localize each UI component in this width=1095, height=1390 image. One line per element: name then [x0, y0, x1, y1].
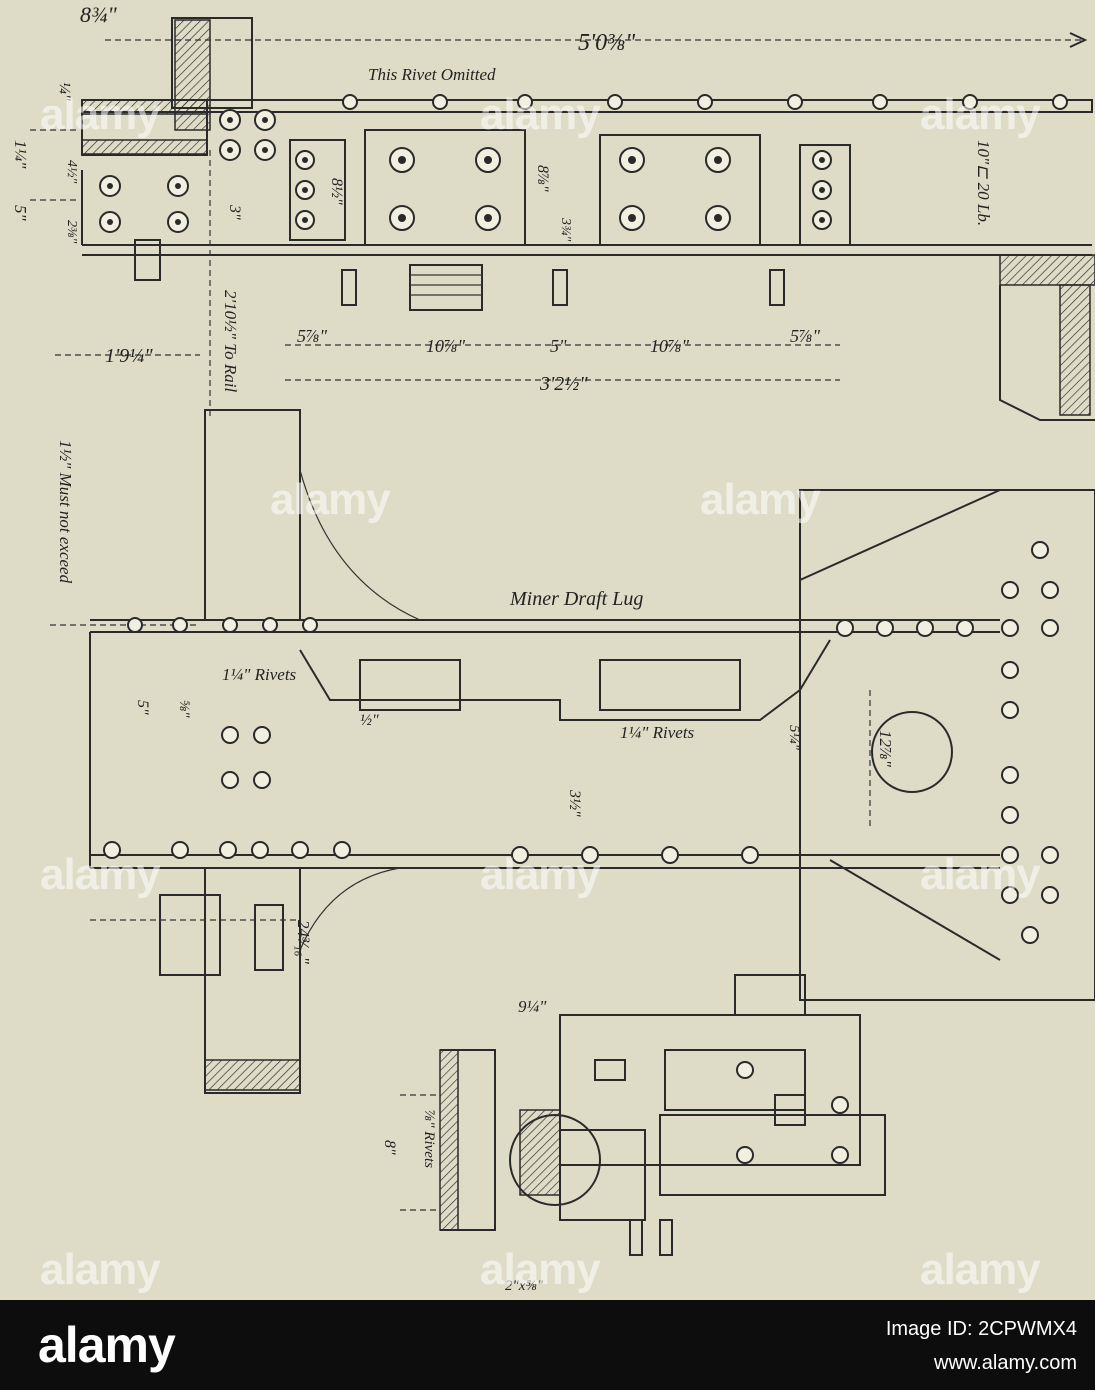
- label-five-seven-eighths-b: 5⅞": [790, 326, 821, 346]
- label-eight-bottom: 8": [381, 1140, 398, 1155]
- label-one-quarter-dimension: 1¼": [11, 140, 30, 169]
- label-twelve-seven-eighths: 12⅞": [876, 730, 895, 768]
- label-five-seven-eighths-a: 5⅞": [297, 326, 328, 346]
- watermark: alamy: [40, 90, 161, 139]
- watermark: alamy: [40, 1245, 161, 1294]
- label-five-mid: 5": [550, 336, 567, 356]
- watermark: alamy: [920, 850, 1041, 899]
- label-to-rail: 2'10½" To Rail: [221, 290, 240, 393]
- label-rivets-mid: 1¼" Rivets: [620, 723, 695, 742]
- label-eight-seven-eighths-dimension: 8⅞": [534, 165, 551, 192]
- watermark: alamy: [700, 475, 821, 524]
- footer-bar: alamy Image ID: 2CPWMX4 www.alamy.com: [0, 1300, 1095, 1390]
- middle-elevation-view: [50, 409, 1095, 1094]
- label-top-span-dimension: 5'0⅜": [578, 30, 636, 56]
- label-five-dimension: 5": [11, 205, 30, 222]
- label-must-not-exceed: 1½" Must not exceed: [56, 440, 75, 584]
- footer-logo: alamy: [38, 1317, 176, 1373]
- label-three-quarter-dimension: 3¾": [558, 217, 573, 242]
- watermark: alamy: [920, 1245, 1041, 1294]
- image-id: Image ID: 2CPWMX4: [885, 1318, 1077, 1340]
- label-rivets-left: 1¼" Rivets: [222, 665, 297, 684]
- label-two-three-eighths-dimension: 2⅜": [64, 220, 79, 244]
- label-nine-quarter: 9¼": [518, 997, 547, 1016]
- top-view-rivets: [99, 94, 1068, 233]
- watermark: alamy: [480, 1245, 601, 1294]
- label-rivets-seven-eighths: ⅞" Rivets: [421, 1110, 437, 1168]
- label-three-two-half: 3'2½": [539, 373, 588, 395]
- watermark: alamy: [270, 475, 391, 524]
- label-twenty-four-dimension: 24³⁄₁₆": [294, 920, 313, 965]
- engineering-drawing: 8¾" 5'0⅜" This Rivet Omitted ¼" 5" 1¼" 4…: [11, 2, 1095, 1294]
- drawing-svg: 8¾" 5'0⅜" This Rivet Omitted ¼" 5" 1¼" 4…: [11, 2, 1095, 1294]
- watermark: alamy: [40, 850, 161, 899]
- label-channel: 10"⊏ 20 Lb.: [974, 140, 993, 226]
- top-sectional-view: [30, 17, 1095, 421]
- bottom-detail-view: [400, 974, 886, 1256]
- drawing-labels: 8¾" 5'0⅜" This Rivet Omitted ¼" 5" 1¼" 4…: [11, 2, 993, 1294]
- label-half: ½": [360, 712, 379, 729]
- label-rivet-omitted: This Rivet Omitted: [368, 65, 496, 84]
- watermark: alamy: [920, 90, 1041, 139]
- watermark: alamy: [480, 90, 601, 139]
- label-one-nine-quarter: 1'9¼": [105, 345, 153, 367]
- label-eight-half-dimension: 8½": [328, 178, 345, 205]
- label-ten-seven-eighths-b: 10⅞": [650, 336, 690, 356]
- label-five-quarter: 5¼": [786, 725, 802, 751]
- label-five-eighths: ⅝": [176, 700, 192, 718]
- label-ten-seven-eighths-a: 10⅞": [426, 336, 466, 356]
- middle-view-rivets: [103, 541, 1059, 944]
- label-three-half: 3½": [566, 789, 583, 817]
- label-five-side: 5": [134, 700, 151, 715]
- label-three-dimension: 3": [226, 204, 243, 220]
- site-url: www.alamy.com: [934, 1352, 1077, 1374]
- label-two-by-five-eighths: 2"x⅝": [505, 1278, 544, 1294]
- label-miner-draft-lug: Miner Draft Lug: [509, 588, 643, 610]
- label-top-left-dimension: 8¾": [80, 2, 118, 27]
- label-four-half-dimension: 4½": [64, 160, 79, 184]
- label-quarter-dimension: ¼": [56, 82, 73, 101]
- watermark: alamy: [480, 850, 601, 899]
